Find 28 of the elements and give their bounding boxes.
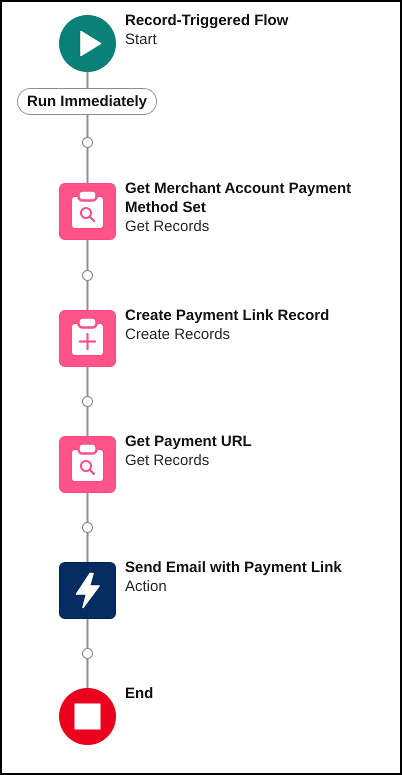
step-type: Create Records (125, 325, 232, 344)
step-type: Get Records (125, 217, 210, 236)
schedule-pill: Run Immediately (17, 88, 157, 115)
connector-line (86, 659, 88, 688)
step-title: Create Payment Link Record (125, 306, 330, 325)
step-title: Send Email with Payment Link (125, 558, 343, 577)
connector-line (86, 72, 88, 88)
step-type: Start (125, 30, 158, 49)
step-type: Action (125, 577, 168, 596)
junction-circle (82, 270, 93, 281)
step-title: End (125, 684, 154, 703)
step-title: Get Merchant Account Payment Method Set (125, 179, 352, 217)
connector-line (86, 619, 88, 648)
step-title: Get Payment URL (125, 432, 253, 451)
connector-line (86, 148, 88, 183)
connector-line (86, 407, 88, 436)
step-type: Get Records (125, 451, 210, 470)
connector-line (86, 493, 88, 522)
connector-line (86, 281, 88, 310)
connector-line (86, 533, 88, 562)
junction-circle (82, 522, 93, 533)
junction-circle (82, 137, 93, 148)
junction-circle (82, 648, 93, 659)
connector-line (86, 240, 88, 270)
junction-circle (82, 396, 93, 407)
connector-line (86, 115, 88, 137)
connector-line (86, 367, 88, 396)
step-title: Record-Triggered Flow (125, 11, 290, 30)
